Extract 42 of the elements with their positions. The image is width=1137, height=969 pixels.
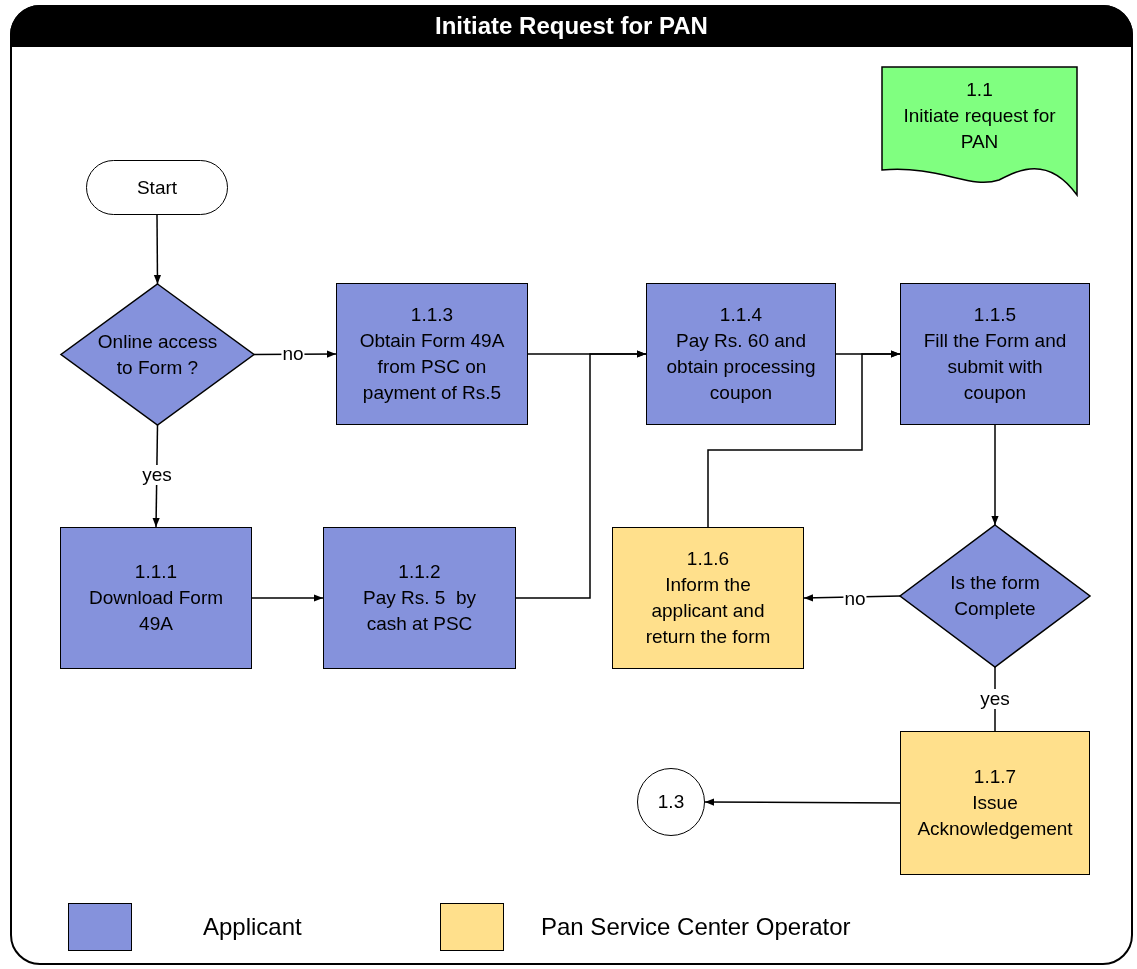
arrow: [515, 350, 647, 599]
step-text: Pay Rs. 60 and obtain processing coupon: [665, 329, 817, 405]
step-text: Initiate request for PAN: [902, 104, 1057, 154]
arrow: [251, 594, 324, 602]
process-box: [60, 527, 252, 669]
step-number: 1.1.3: [410, 303, 454, 327]
step-text: Issue Acknowledgement: [917, 791, 1073, 841]
arrow: [707, 350, 901, 528]
decision-diamond: [900, 525, 1090, 667]
diagram-title: Initiate Request for PAN: [435, 12, 708, 40]
process-box: [900, 731, 1090, 875]
arrow: [704, 798, 901, 806]
process-box: [900, 283, 1090, 425]
step-number: 1.1.4: [719, 303, 763, 327]
step-text: 1.3: [657, 790, 685, 814]
step-number: 1.1: [966, 78, 993, 102]
step-number: 1.1.7: [973, 765, 1017, 789]
arrow: [253, 350, 337, 358]
process-box: [646, 283, 836, 425]
step-text: Online access to Form ?: [96, 329, 219, 380]
legend-label: Pan Service Center Operator: [541, 913, 851, 941]
step-text: Fill the Form and submit with coupon: [922, 329, 1068, 405]
process-box: [612, 527, 804, 669]
step-number: 1.1.1: [134, 560, 178, 584]
arrow: [991, 424, 999, 526]
step-text: Is the form Complete: [949, 571, 1041, 621]
step-number: 1.1.2: [398, 560, 441, 584]
legend-label: Applicant: [203, 913, 302, 941]
decision-diamond: [61, 284, 254, 425]
edge-label: yes: [979, 689, 1011, 709]
document-shape: [882, 67, 1077, 195]
arrow: [153, 214, 162, 285]
edge-label: yes: [141, 465, 173, 485]
process-box: [323, 527, 516, 669]
step-number: 1.1.6: [686, 547, 730, 571]
step-number: 1.1.5: [973, 303, 1017, 327]
step-text: Obtain Form 49A from PSC on payment of Rs.5: [358, 329, 506, 405]
step-text: Inform the applicant and return the form: [644, 573, 772, 649]
process-box: [336, 283, 528, 425]
step-text: Download Form 49A: [87, 586, 225, 636]
step-text: Pay Rs. 5 by cash at PSC: [362, 586, 477, 636]
step-text: Start: [136, 175, 178, 200]
